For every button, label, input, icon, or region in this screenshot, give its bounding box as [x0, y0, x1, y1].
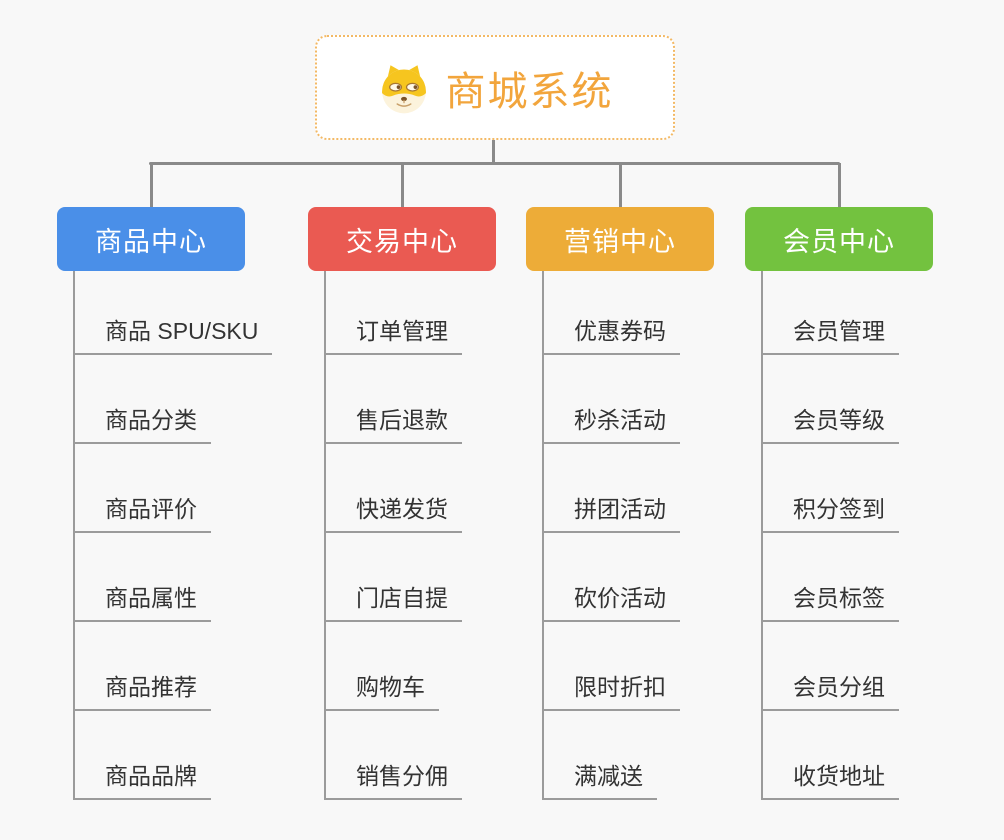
- sub-topic[interactable]: 商品属性: [73, 584, 211, 622]
- sub-topic[interactable]: 拼团活动: [542, 495, 680, 533]
- sub-topic-label: 快递发货: [356, 496, 448, 522]
- connector-drop-line: [400, 163, 404, 207]
- branch-trunk-line: [73, 271, 75, 800]
- sub-topic-label: 商品推荐: [105, 674, 197, 700]
- sub-topic-label: 会员管理: [793, 318, 885, 344]
- sub-topic-label: 商品评价: [105, 496, 197, 522]
- sub-topic-label: 限时折扣: [574, 674, 666, 700]
- sub-topic[interactable]: 收货地址: [761, 762, 899, 800]
- sub-topic[interactable]: 限时折扣: [542, 673, 680, 711]
- branch-trunk-line: [542, 271, 544, 800]
- sub-topic[interactable]: 购物车: [324, 673, 439, 711]
- connector-bus-line: [149, 162, 840, 165]
- sub-topic-label: 订单管理: [356, 318, 448, 344]
- sub-topic[interactable]: 会员管理: [761, 317, 899, 355]
- sub-topic-label: 购物车: [356, 674, 425, 700]
- branch-label: 交易中心: [346, 226, 458, 257]
- sub-topic[interactable]: 满减送: [542, 762, 657, 800]
- sub-topic[interactable]: 会员标签: [761, 584, 899, 622]
- sub-topic-label: 会员分组: [793, 674, 885, 700]
- branch-label: 商品中心: [95, 226, 207, 257]
- root-node[interactable]: 商城系统: [315, 35, 675, 140]
- connector-drop-line: [618, 163, 622, 207]
- sub-topic-label: 门店自提: [356, 585, 448, 611]
- connector-drop-line: [149, 163, 153, 207]
- branch-node[interactable]: 会员中心: [745, 207, 933, 271]
- sub-topic-label: 优惠券码: [574, 318, 666, 344]
- sub-topic-label: 收货地址: [793, 763, 885, 789]
- branch-label: 会员中心: [783, 226, 895, 257]
- sub-topic-label: 满减送: [574, 763, 643, 789]
- sub-topic-label: 会员标签: [793, 585, 885, 611]
- sub-topic[interactable]: 商品品牌: [73, 762, 211, 800]
- sub-topic[interactable]: 砍价活动: [542, 584, 680, 622]
- sub-topic-label: 会员等级: [793, 407, 885, 433]
- sub-topic[interactable]: 积分签到: [761, 495, 899, 533]
- sub-topic-label: 售后退款: [356, 407, 448, 433]
- sub-topic-label: 砍价活动: [574, 585, 666, 611]
- sub-topic-label: 商品品牌: [105, 763, 197, 789]
- sub-topic[interactable]: 门店自提: [324, 584, 462, 622]
- doge-icon: [377, 61, 431, 115]
- connector-drop-line: [837, 163, 841, 207]
- sub-topic-label: 商品属性: [105, 585, 197, 611]
- sub-topic[interactable]: 会员等级: [761, 406, 899, 444]
- branch-trunk-line: [324, 271, 326, 800]
- sub-topic[interactable]: 商品推荐: [73, 673, 211, 711]
- branch-node[interactable]: 营销中心: [526, 207, 714, 271]
- sub-topic[interactable]: 商品 SPU/SKU: [73, 317, 273, 355]
- sub-topic-label: 秒杀活动: [574, 407, 666, 433]
- sub-topic[interactable]: 售后退款: [324, 406, 462, 444]
- branch-trunk-line: [761, 271, 763, 800]
- connector-root-stem: [492, 140, 495, 164]
- sub-topic-label: 商品分类: [105, 407, 197, 433]
- sub-topic[interactable]: 秒杀活动: [542, 406, 680, 444]
- sub-topic-label: 积分签到: [793, 496, 885, 522]
- sub-topic[interactable]: 快递发货: [324, 495, 462, 533]
- sub-topic[interactable]: 商品评价: [73, 495, 211, 533]
- sub-topic[interactable]: 商品分类: [73, 406, 211, 444]
- sub-topic[interactable]: 优惠券码: [542, 317, 680, 355]
- branch-label: 营销中心: [564, 226, 676, 257]
- sub-topic[interactable]: 会员分组: [761, 673, 899, 711]
- branch-node[interactable]: 商品中心: [57, 207, 245, 271]
- sub-topic[interactable]: 销售分佣: [324, 762, 462, 800]
- sub-topic-label: 商品 SPU/SKU: [105, 318, 259, 344]
- branch-node[interactable]: 交易中心: [308, 207, 496, 271]
- sub-topic-label: 销售分佣: [356, 763, 448, 789]
- sub-topic[interactable]: 订单管理: [324, 317, 462, 355]
- root-title: 商城系统: [445, 69, 614, 114]
- sub-topic-label: 拼团活动: [574, 496, 666, 522]
